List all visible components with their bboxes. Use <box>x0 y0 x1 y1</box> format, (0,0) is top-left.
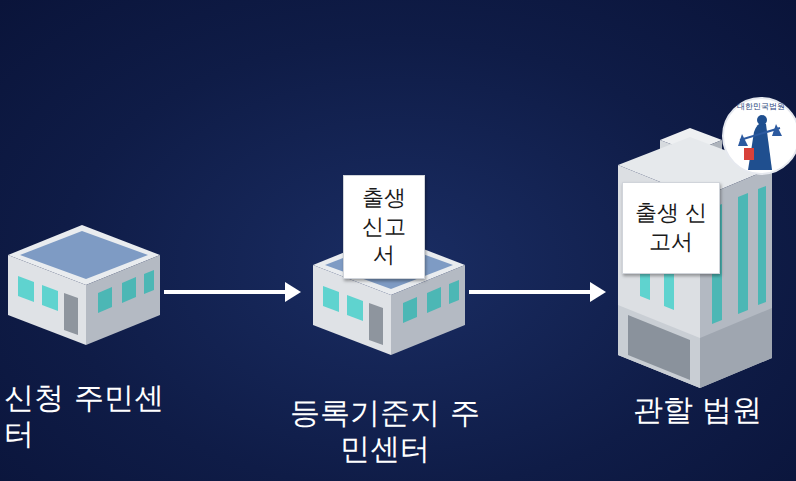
flow-arrow <box>164 282 301 302</box>
building-node: 관할 법원출생 신고서 <box>610 120 785 385</box>
place-caption: 관할 법원 <box>590 392 796 428</box>
building-node: 신청 주민센터 <box>0 220 160 350</box>
flow-arrow <box>469 282 606 302</box>
document-sheet: 출생 신고서 <box>622 182 720 274</box>
document-title: 출생 신고서 <box>631 199 711 256</box>
place-caption: 등록기준지 주민센터 <box>290 395 480 467</box>
document-title: 출생 신고서 <box>352 184 416 270</box>
court-emblem <box>723 98 796 174</box>
place-caption: 신청 주민센터 <box>4 380 184 452</box>
building-node: 등록기준지 주민센터출생 신고서 <box>305 235 465 350</box>
emblem-text: 대한민국법원 <box>737 102 785 111</box>
document-sheet: 출생 신고서 <box>343 175 425 279</box>
emblem-text: 대한민국법원 <box>732 103 790 111</box>
community-center-building <box>8 225 160 345</box>
